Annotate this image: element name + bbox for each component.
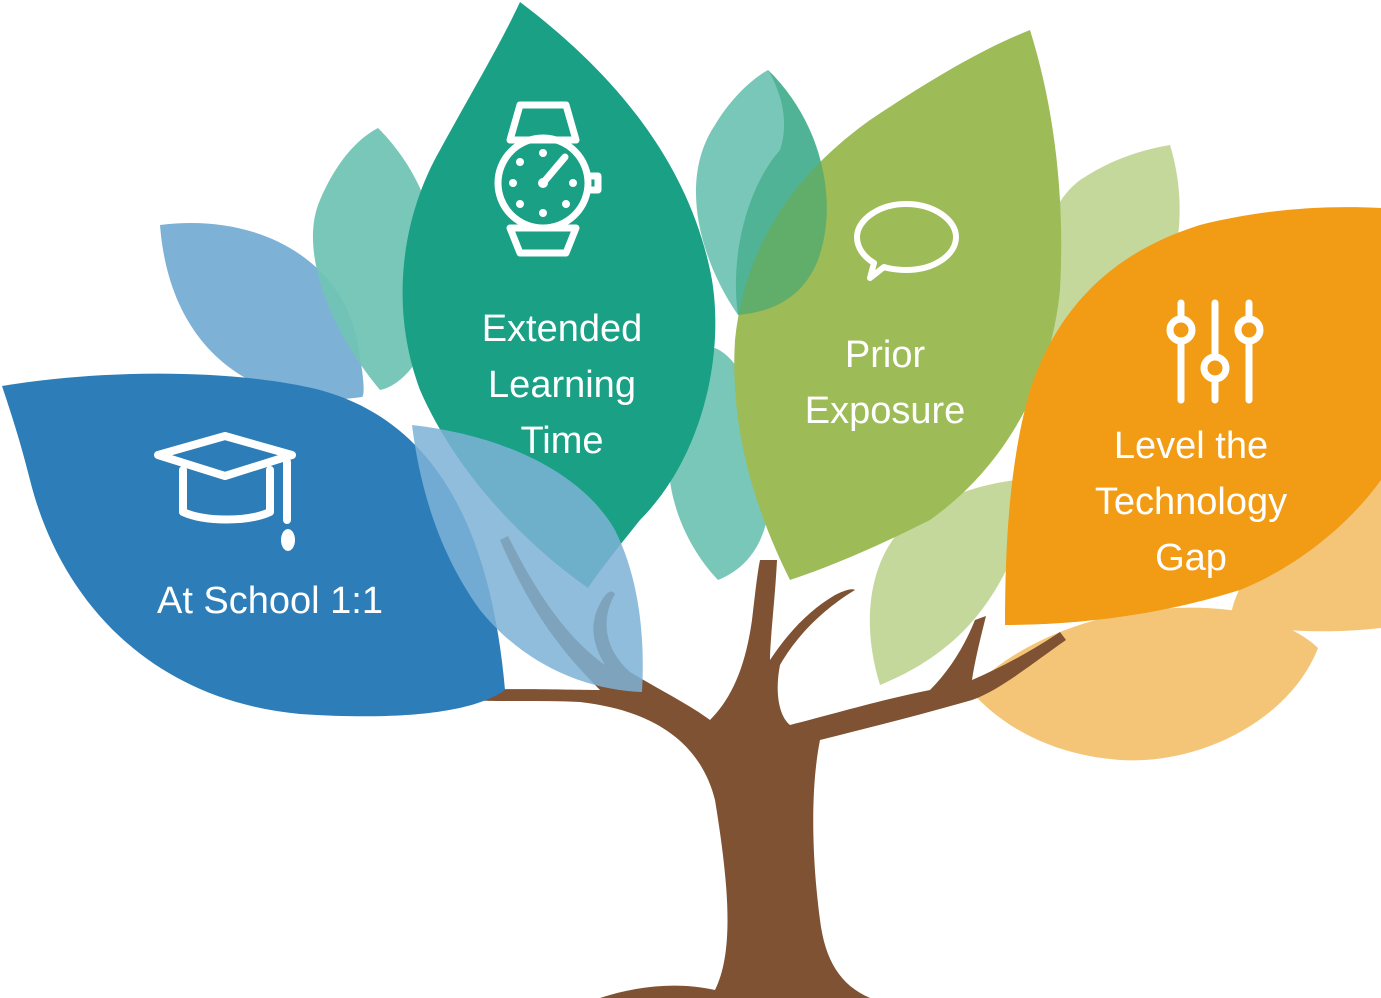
leaf-label-level-technology: Level the Technology Gap: [1094, 425, 1288, 579]
leaf-label-at-school: At School 1:1: [156, 580, 384, 622]
speech-bubble-icon: [854, 201, 959, 281]
decor-leaf-blue-back: [160, 222, 364, 400]
decor-leaf-green-back-lower: [869, 478, 1040, 685]
decor-leaf-orange-back-lower: [970, 607, 1318, 761]
decor-leaf-teal-front: [735, 70, 827, 315]
leaf-blue: [2, 373, 505, 717]
wristwatch-icon: [494, 101, 602, 257]
decor-leaf-blue-front: [412, 425, 643, 692]
leaf-orange: [1005, 207, 1381, 625]
leaf-label-extended-learning: Extended Learning Time: [481, 308, 643, 462]
leaf-label-prior-exposure: Prior Exposure: [804, 334, 966, 432]
sliders-icon: [1166, 299, 1264, 404]
graduation-cap-icon: [154, 432, 296, 551]
